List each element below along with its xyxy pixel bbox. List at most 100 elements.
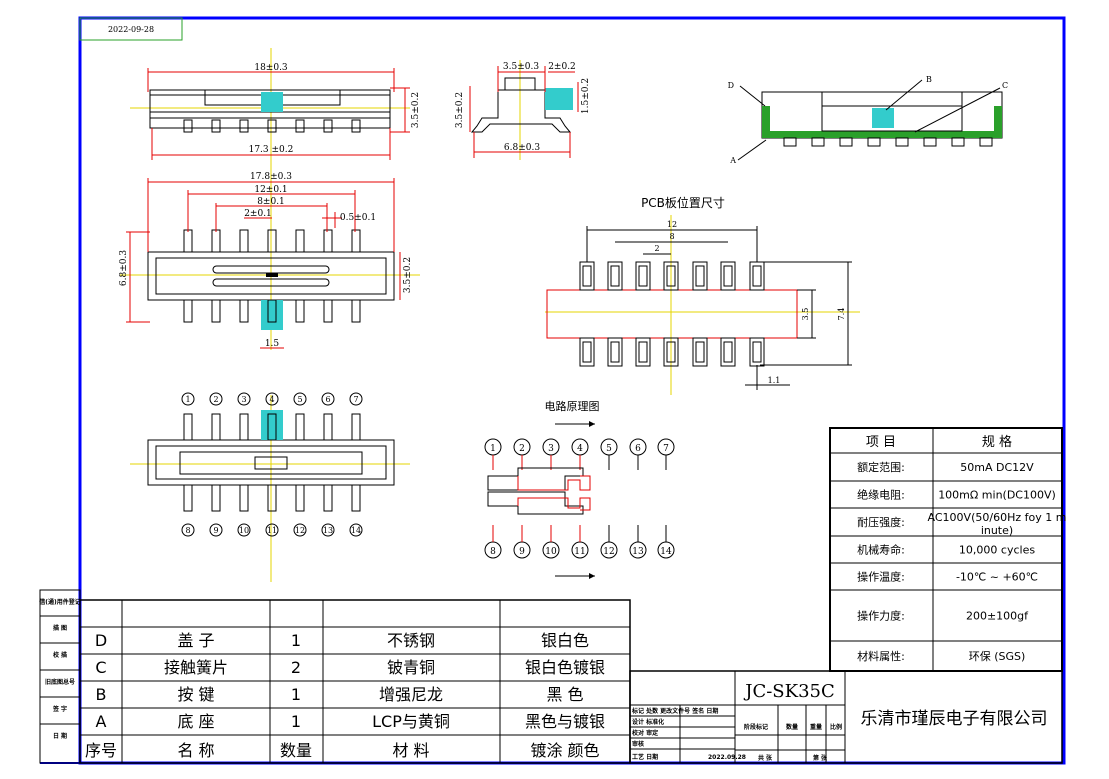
side-label: 签 字 (52, 705, 67, 713)
circuit-label-bottom: 12 (603, 547, 614, 557)
part-number: JC-SK35C (743, 681, 835, 702)
spec-value: 200±100gf (966, 610, 1029, 623)
front-actuator-highlight (261, 92, 283, 112)
footer-page: 第 张 (812, 754, 828, 762)
spec-item: 绝缘电阻: (857, 488, 905, 502)
front-dim-length: 18±0.3 (254, 63, 288, 73)
pcb-pad-inner (582, 265, 592, 287)
circuit-label-top: 7 (663, 444, 669, 454)
top-pin-lower (323, 299, 333, 323)
pcb-dim-74: 7.4 (837, 308, 846, 321)
pcb-pad-inner (582, 341, 592, 363)
side-dim-span: 6.8±0.3 (504, 143, 540, 153)
bom-cell: B (96, 685, 107, 704)
circuit-label-bottom: 13 (632, 547, 644, 557)
pin-number-top: 3 (241, 395, 246, 404)
side-label: 描 图 (53, 624, 67, 632)
pcb-pad-inner (666, 265, 676, 287)
bottom-pin-upper (239, 413, 249, 441)
spec-item: 机械寿命: (857, 543, 905, 557)
company-name: 乐清市瑾辰电子有限公司 (861, 709, 1048, 729)
bom-cell: 1 (291, 685, 301, 704)
pin-number-bottom: 14 (351, 526, 361, 535)
bom-cell: 底 座 (177, 712, 214, 731)
circuit-label-bottom: 10 (545, 547, 557, 557)
bom-header-cell: 材 料 (392, 741, 429, 760)
bom-cell: 增强尼龙 (379, 685, 443, 704)
bottom-pin-upper (295, 413, 305, 441)
front-pin (239, 119, 249, 133)
pin-number-bottom: 8 (185, 526, 190, 535)
pcb-dim-35: 3.5 (801, 308, 810, 321)
top-pin-lower (239, 299, 249, 323)
pcb-pad-inner (695, 265, 705, 287)
bom-header-cell: 镀涂 颜色 (530, 741, 599, 760)
section-label-b: B (926, 75, 932, 84)
pin-circle (237, 392, 251, 406)
pcb-pad-inner (610, 341, 620, 363)
pcb-pad-upper (607, 261, 623, 291)
top-dim-overall: 17.8±0.3 (250, 172, 292, 182)
side-label: 日 期 (53, 732, 67, 740)
section-pin (783, 137, 797, 147)
section-pin (923, 137, 937, 147)
spec-value-cont: inute) (981, 524, 1013, 537)
pcb-dim-12: 12 (667, 220, 677, 229)
section-pin (951, 137, 965, 147)
top-pin-upper (295, 229, 305, 253)
spec-value: 10,000 cycles (959, 544, 1035, 557)
spec-table: 项 目规 格额定范围:50mA DC12V绝缘电阻:100mΩ min(DC10… (829, 427, 1066, 672)
top-pin-lower (351, 299, 361, 323)
pin-circle (265, 392, 279, 406)
pin-circle (237, 523, 251, 537)
pin-circle (181, 523, 195, 537)
front-pin (351, 119, 361, 133)
section-pin (839, 137, 853, 147)
section-pins (783, 137, 993, 147)
pcb-pad-lower (635, 337, 651, 367)
bom-cell: 接触簧片 (164, 658, 228, 677)
front-pin (295, 119, 305, 133)
spec-item: 操作温度: (857, 570, 905, 584)
pcb-layout: PCB板位置尺寸 12 8 2 3.5 7.4 1.1 (545, 195, 860, 395)
pcb-pad-inner (752, 265, 762, 287)
pcb-title: PCB板位置尺寸 (641, 195, 725, 210)
pin-number-bottom: 13 (323, 526, 333, 535)
pin-number-top: 6 (325, 395, 330, 404)
section-pin (895, 137, 909, 147)
outer-frame (78, 16, 1066, 765)
bottom-pin-upper (351, 413, 361, 441)
section-pin (867, 137, 881, 147)
bom-cell: LCP与黄铜 (372, 712, 450, 731)
pcb-pad-upper (720, 261, 736, 291)
circuit-label-top: 3 (548, 444, 554, 454)
section-label-c: C (1002, 81, 1008, 90)
bottom-pin-lower (323, 484, 333, 512)
side-label: 校 描 (53, 651, 67, 659)
stage-header-1: 数量 (786, 723, 798, 731)
bottom-pin-lower (267, 484, 277, 512)
front-view: 18±0.3 17.3 ±0.2 3.5±0.2 (130, 48, 421, 190)
bom-cell: 银白色 (541, 631, 589, 650)
front-pin (183, 119, 193, 133)
top-pin-upper (323, 229, 333, 253)
circuit-label-bottom: 8 (490, 547, 496, 557)
top-pin-upper (351, 229, 361, 253)
spec-item: 额定范围: (857, 460, 905, 474)
bottom-pin-upper (323, 413, 333, 441)
bottom-view-pins (183, 413, 361, 512)
front-dim-height: 3.5±0.2 (411, 92, 421, 128)
spec-item: 耐压强度: (857, 515, 905, 529)
pcb-pad-lower (720, 337, 736, 367)
bom-cell: 不锈钢 (387, 631, 435, 650)
section-label-a: A (729, 156, 736, 165)
bottom-pin-upper (211, 413, 221, 441)
pin-number-bottom: 10 (239, 526, 249, 535)
pin-number-top: 2 (213, 395, 218, 404)
sign-row-1: 设计 标准化 (632, 718, 664, 726)
footer-total: 共 张 (758, 754, 773, 762)
